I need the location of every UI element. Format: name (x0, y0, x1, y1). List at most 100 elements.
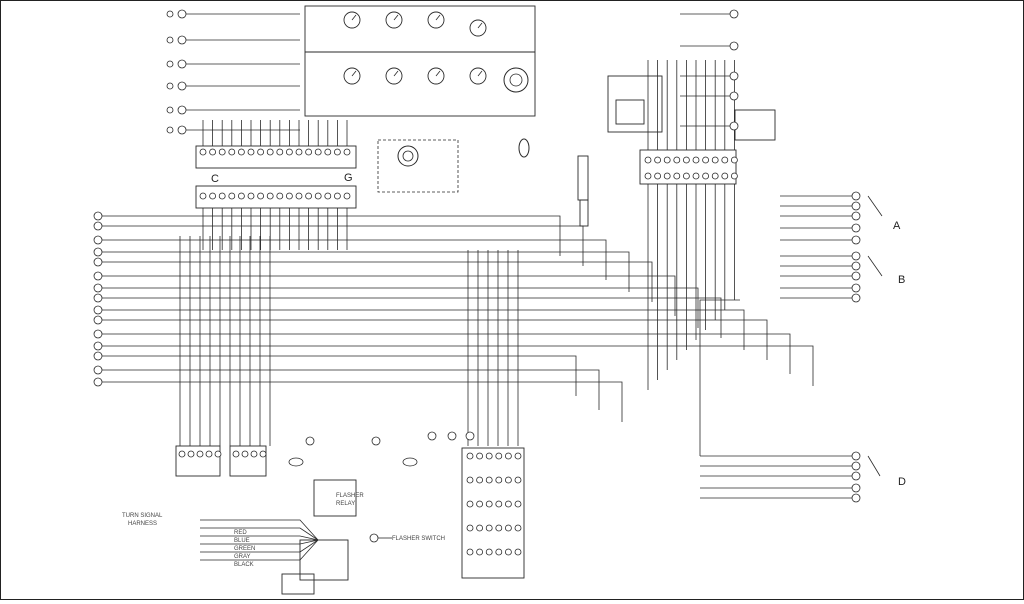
connector-pin-icon (851, 493, 861, 503)
equipment-box-inner (615, 99, 645, 125)
lamp-icon (402, 457, 418, 467)
connector-pin-icon (692, 156, 700, 164)
equipment-box (607, 75, 663, 133)
connector-pin-icon (266, 192, 274, 200)
connector-pin-icon (851, 261, 861, 271)
label-harness: HARNESS (128, 521, 157, 527)
gauges-layer (343, 11, 530, 158)
connector-pin-icon (305, 436, 315, 446)
flasher-relay-box (313, 479, 357, 517)
connector-pin-icon (663, 156, 671, 164)
gauge-needle (351, 14, 357, 21)
connector-pin-icon (178, 450, 186, 458)
connector-pin-icon (93, 257, 103, 267)
wire (102, 215, 561, 256)
connector-pin-icon (166, 126, 174, 134)
connector-pin-icon (466, 476, 474, 484)
terminal-block-bottom (461, 447, 525, 579)
connector-pin-icon (702, 156, 709, 164)
connector-pin-icon (663, 172, 671, 180)
wires-layer (102, 13, 883, 561)
connector-pin-icon (476, 524, 484, 532)
label-turn-signal: TURN SIGNAL (122, 513, 163, 519)
connector-pin-icon (196, 450, 204, 458)
connector-pin-icon (166, 106, 174, 114)
connector-pin-icon (476, 476, 484, 484)
wire (102, 369, 600, 410)
connector-pin-icon (495, 548, 503, 556)
connector-pin-icon (729, 41, 739, 51)
connector-pin-icon (514, 476, 522, 484)
connector-pin-icon (177, 105, 187, 115)
connector-pin-icon (324, 192, 332, 200)
connector-pin-icon (93, 341, 103, 351)
connector-pin-icon (205, 450, 213, 458)
connector-pin-icon (402, 150, 414, 162)
connector-pin-icon (711, 172, 719, 180)
connector-pin-icon (214, 450, 222, 458)
connector-pin-icon (166, 10, 174, 18)
connector-pin-icon (371, 436, 381, 446)
connector-pin-icon (729, 121, 739, 131)
label-flasher: FLASHER (336, 493, 364, 499)
wire (200, 519, 319, 541)
connector-pin-icon (228, 148, 236, 156)
connector-pin-icon (485, 500, 493, 508)
connector-pin-icon (93, 293, 103, 303)
connector-pin-icon (343, 148, 351, 156)
terminal-strip-lower (195, 185, 357, 209)
wire (102, 275, 676, 316)
instrument-panel (304, 5, 536, 117)
connector-pin-icon (314, 148, 322, 156)
connector-pin-icon (343, 192, 351, 200)
label-flasher-switch: FLASHER SWITCH (392, 536, 445, 542)
dashed-enclosure (377, 139, 459, 193)
connector-pin-icon (644, 156, 652, 164)
connector-pin-icon (485, 452, 493, 460)
connector-pin-icon (476, 548, 484, 556)
switch-box (281, 573, 315, 595)
gauge-needle (351, 70, 357, 77)
wire (102, 333, 791, 374)
gauge-needle (393, 14, 399, 21)
connector-pin-icon (711, 156, 719, 164)
panels-layer (175, 5, 776, 595)
connector-pin-icon (93, 247, 103, 257)
connector-pin-icon (177, 9, 187, 19)
wire (699, 299, 740, 456)
connector-pin-icon (466, 452, 474, 460)
lamp-icon (288, 457, 304, 467)
wire (102, 381, 623, 422)
connectors-layer (93, 9, 861, 556)
connector-pin-icon (466, 524, 474, 532)
gauge-needle (477, 22, 483, 29)
connector-pin-icon (729, 91, 739, 101)
connector-pin-icon (504, 500, 512, 508)
connector-pin-icon (702, 172, 709, 180)
connector-pin-icon (644, 172, 652, 180)
connector-pin-icon (166, 60, 174, 68)
connector-pin-icon (485, 524, 493, 532)
wire (200, 535, 319, 541)
connector-pin-icon (851, 251, 861, 261)
connector-pin-icon (683, 172, 690, 180)
connector-pin-icon (237, 192, 245, 200)
connector-pin-icon (851, 271, 861, 281)
connector-pin-icon (514, 548, 522, 556)
wire (867, 255, 883, 277)
connector-pin-icon (93, 211, 103, 221)
connector-pin-icon (731, 156, 738, 164)
relay-base (299, 539, 349, 581)
connector-pin-icon (166, 82, 174, 90)
connector-pin-icon (187, 450, 195, 458)
connector-pin-icon (514, 500, 522, 508)
wire (102, 319, 768, 360)
connector-pin-icon (333, 192, 341, 200)
connector-pin-icon (250, 450, 258, 458)
connector-pin-icon (504, 452, 512, 460)
label-relay: RELAY (336, 501, 355, 507)
connector-pin-icon (851, 223, 861, 233)
connector-pin-icon (93, 221, 103, 231)
wire (102, 251, 630, 292)
